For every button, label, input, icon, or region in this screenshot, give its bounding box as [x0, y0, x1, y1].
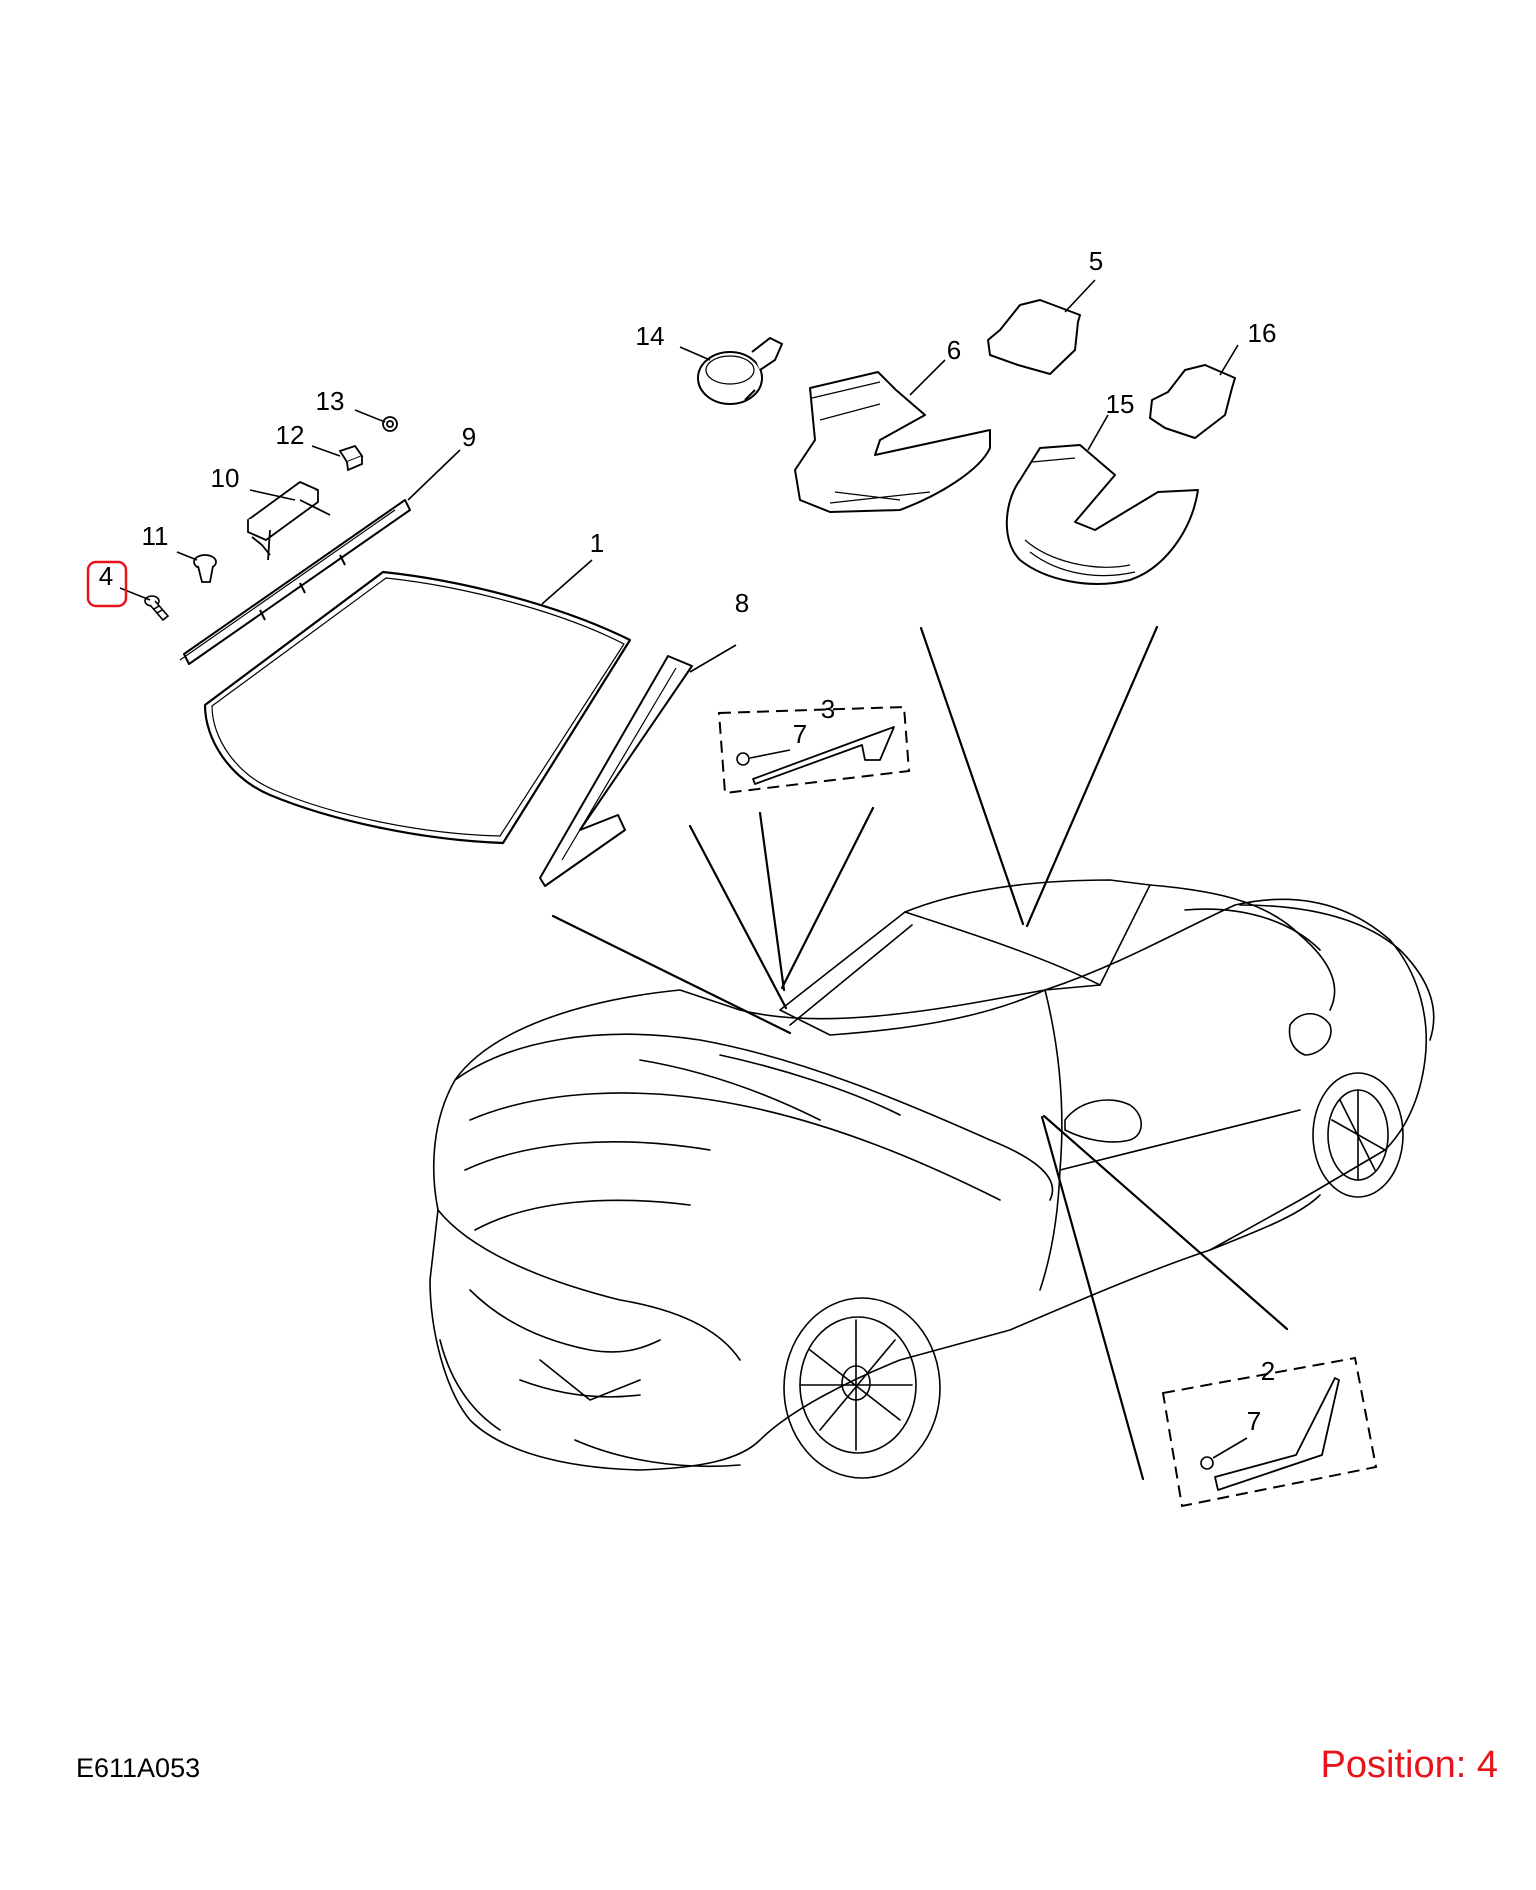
- callout-8[interactable]: 8: [735, 588, 749, 618]
- part-6-mirror-cover[interactable]: [794, 371, 991, 513]
- diagram-code: E611A053: [76, 1753, 201, 1783]
- callout-5[interactable]: 5: [1089, 246, 1103, 276]
- position-label: Position:: [1320, 1744, 1467, 1786]
- callout-16[interactable]: 16: [1248, 318, 1277, 348]
- part-11-clip[interactable]: [193, 554, 217, 583]
- part-12-connector[interactable]: [338, 444, 364, 472]
- position-indicator: Position: 4: [1321, 1744, 1498, 1787]
- car-illustration: [429, 879, 1435, 1479]
- detail-3-box: [717, 705, 911, 795]
- callout-15[interactable]: 15: [1106, 389, 1135, 419]
- part-16-mirror-gasket[interactable]: [1149, 364, 1236, 439]
- part-8-pillar-molding[interactable]: [539, 655, 693, 887]
- callout-leaders: [119, 279, 1248, 1459]
- part-9-upper-molding[interactable]: [179, 499, 411, 665]
- detail-3-bracket[interactable]: [752, 726, 895, 785]
- detail-3-nut-7[interactable]: [736, 752, 750, 766]
- callout-1[interactable]: 1: [590, 528, 604, 558]
- part-1-windshield[interactable]: [203, 570, 632, 845]
- callout-2[interactable]: 2: [1261, 1356, 1275, 1386]
- part-14-rain-sensor[interactable]: [697, 336, 784, 405]
- callout-10[interactable]: 10: [211, 463, 240, 493]
- callout-4[interactable]: 4: [99, 561, 113, 591]
- callout-3[interactable]: 3: [821, 694, 835, 724]
- callout-12[interactable]: 12: [276, 420, 305, 450]
- callout-6[interactable]: 6: [947, 335, 961, 365]
- callouts: 1 2 3 4 5 6 7 7 8 9 10 11 12 13 14 15 16: [99, 246, 1277, 1436]
- detail-2-box: [1161, 1356, 1378, 1508]
- callout-13[interactable]: 13: [316, 386, 345, 416]
- part-15-mirror-cover[interactable]: [1005, 444, 1199, 585]
- callout-7a[interactable]: 7: [793, 719, 807, 749]
- part-4-bolt[interactable]: [144, 595, 170, 622]
- part-13-nut[interactable]: [382, 416, 398, 432]
- callout-9[interactable]: 9: [462, 422, 476, 452]
- detail-2-nut-7[interactable]: [1200, 1456, 1214, 1470]
- callout-14[interactable]: 14: [636, 321, 665, 351]
- callout-4-highlight: [86, 560, 128, 608]
- callout-11[interactable]: 11: [142, 521, 169, 551]
- detail-2-bracket[interactable]: [1214, 1377, 1340, 1491]
- callout-7b[interactable]: 7: [1247, 1406, 1261, 1436]
- leader-lines: [551, 625, 1289, 1481]
- position-value: 4: [1476, 1744, 1498, 1786]
- part-10-sensor-module[interactable]: [247, 481, 331, 561]
